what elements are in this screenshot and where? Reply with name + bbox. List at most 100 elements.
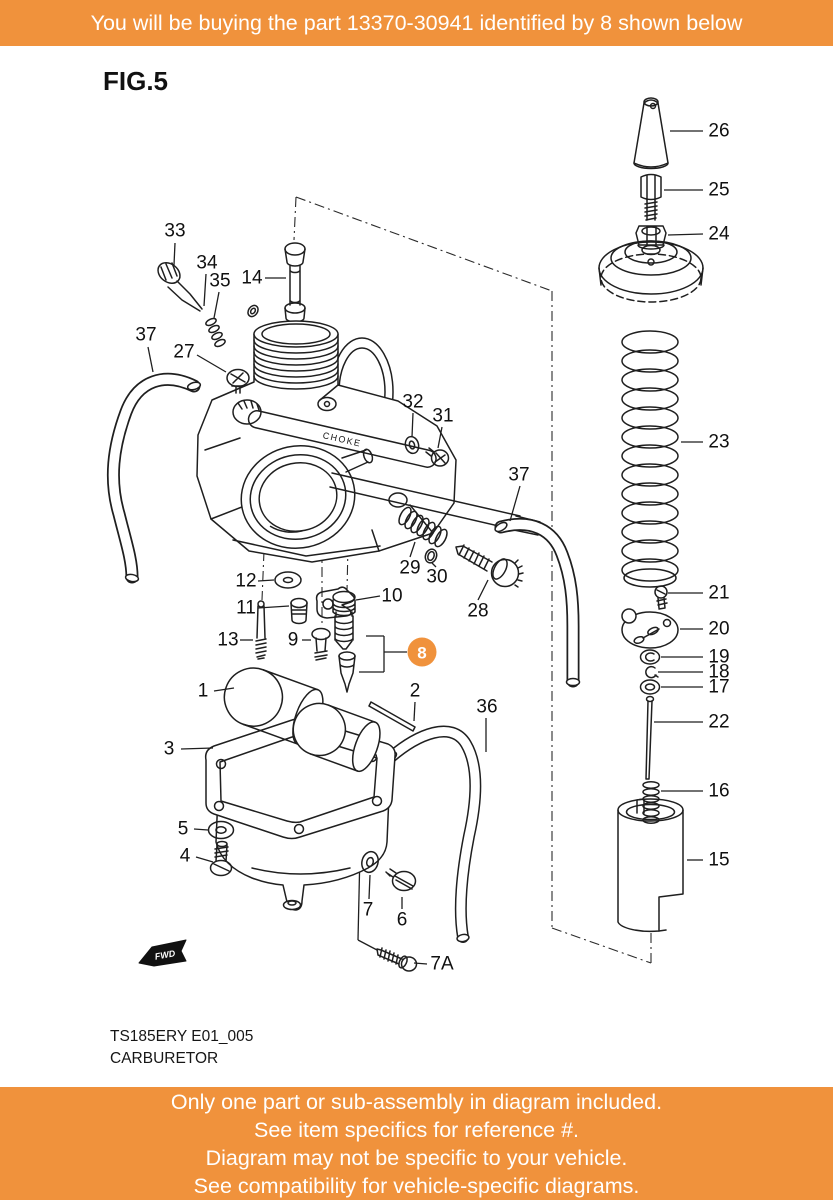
bottom-banner-line: Diagram may not be specific to your vehi… [205, 1145, 628, 1170]
callout-label-3: 3 [164, 739, 175, 760]
part-33-needle-valve [157, 262, 203, 312]
diagram-code-block: TS185ERY E01_005 CARBURETOR [110, 1026, 253, 1070]
callout-leader-37 [509, 485, 521, 522]
part-15-throttle-slide [617, 798, 684, 933]
callout-label-1: 1 [198, 681, 209, 702]
part-18-e-ring [645, 665, 659, 679]
part-5-washer [207, 820, 235, 840]
part-29-spring [398, 506, 448, 548]
part-6-screw [385, 868, 417, 892]
part-11-nut [290, 597, 308, 625]
callout-leader-5 [193, 828, 209, 831]
part-26-grip-cap [633, 97, 669, 170]
part-12-washer [274, 571, 302, 589]
callout-label-19: 19 [708, 647, 729, 668]
bottom-banner-line: Only one part or sub-assembly in diagram… [170, 1089, 663, 1114]
part-13-needle-screw [255, 600, 267, 660]
callout-label-37: 37 [135, 325, 156, 346]
highlighted-part-circle [407, 637, 437, 667]
callout-leader-31 [437, 426, 443, 449]
part-23-spring [621, 330, 679, 588]
callout-leader-33 [173, 242, 176, 266]
callout-leader-7A [413, 962, 428, 965]
top-banner: You will be buying the part 13370-30941 … [0, 0, 833, 46]
callout-label-25: 25 [708, 180, 729, 201]
bottom-banner: Only one part or sub-assembly in diagram… [0, 1087, 833, 1200]
part-32-washer [404, 435, 420, 455]
part-22-jet-needle [645, 695, 655, 780]
callout-label-12: 12 [235, 571, 256, 592]
part-4-screw [209, 840, 233, 877]
part-37-hose-left [106, 372, 202, 584]
callout-label-35: 35 [209, 271, 230, 292]
callout-label-15: 15 [708, 850, 729, 871]
callout-label-2: 2 [410, 681, 421, 702]
part-34-ring [247, 304, 259, 318]
callout-leader-29 [409, 541, 416, 558]
callout-label-18: 18 [708, 662, 729, 683]
callout-label-7: 7 [363, 900, 374, 921]
callout-leader-4 [195, 856, 214, 863]
model-code: TS185ERY E01_005 [110, 1028, 254, 1045]
callout-label-26: 26 [708, 121, 729, 142]
part-21-screw [654, 585, 668, 610]
callout-label-7A: 7A [430, 954, 454, 975]
callout-leader-11 [257, 605, 290, 609]
callout-label-20: 20 [708, 619, 729, 640]
callout-label-34: 34 [196, 253, 218, 274]
callout-label-22: 22 [708, 712, 729, 733]
bottom-banner-line: See compatibility for vehicle-specific d… [193, 1173, 640, 1198]
callout-leader-32 [411, 412, 414, 438]
callout-label-37: 37 [508, 465, 529, 486]
part-10-clamp [315, 586, 355, 619]
callout-leader-37 [147, 346, 154, 373]
callout-label-23: 23 [708, 432, 729, 453]
callout-leader-24 [667, 233, 704, 236]
part-16-spring [642, 781, 660, 824]
callout-label-28: 28 [467, 601, 488, 622]
part-7-washer [361, 850, 379, 874]
part-19-washer [639, 649, 661, 665]
callout-label-24: 24 [708, 224, 730, 245]
callout-leader-27 [196, 354, 227, 373]
callout-leader-1 [213, 687, 235, 692]
part-7a-screw [376, 947, 418, 972]
top-banner-text: You will be buying the part 13370-30941 … [90, 10, 743, 35]
mixing-chamber-cap [598, 240, 704, 303]
callout-label-6: 6 [397, 910, 408, 931]
callout-label-31: 31 [432, 406, 453, 427]
part-25-cable-adjuster [640, 173, 662, 221]
part-20-plate [621, 608, 679, 649]
callout-label-33: 33 [164, 221, 185, 242]
diagram-title: CARBURETOR [110, 1050, 219, 1067]
callout-label-36: 36 [476, 697, 497, 718]
callout-label-8: 8 [417, 644, 426, 663]
part-2-rod [368, 701, 416, 732]
fwd-arrow: FWD [138, 939, 187, 967]
callout-label-32: 32 [402, 392, 423, 413]
fwd-text: FWD [154, 948, 176, 961]
callout-label-5: 5 [178, 819, 189, 840]
callout-label-10: 10 [381, 586, 402, 607]
part-14-cable-adjuster [284, 242, 306, 323]
part-1-floats [223, 667, 381, 773]
callout-label-16: 16 [708, 781, 729, 802]
callout-leader-2 [413, 701, 416, 722]
part-27-screw [226, 368, 250, 394]
callout-label-27: 27 [173, 342, 194, 363]
callout-leader-34 [203, 273, 207, 307]
callout-label-11: 11 [236, 598, 256, 619]
callout-label-29: 29 [399, 558, 420, 579]
part-31-screw [425, 447, 450, 467]
part-30-oring [424, 548, 438, 564]
callout-leader-28 [477, 579, 489, 601]
callout-leader-12 [257, 579, 275, 582]
callout-label-4: 4 [180, 846, 191, 867]
callout-leader-10 [355, 595, 381, 601]
callout-label-13: 13 [217, 630, 238, 651]
part-17-washer [639, 679, 661, 695]
callout-label-30: 30 [426, 567, 447, 588]
